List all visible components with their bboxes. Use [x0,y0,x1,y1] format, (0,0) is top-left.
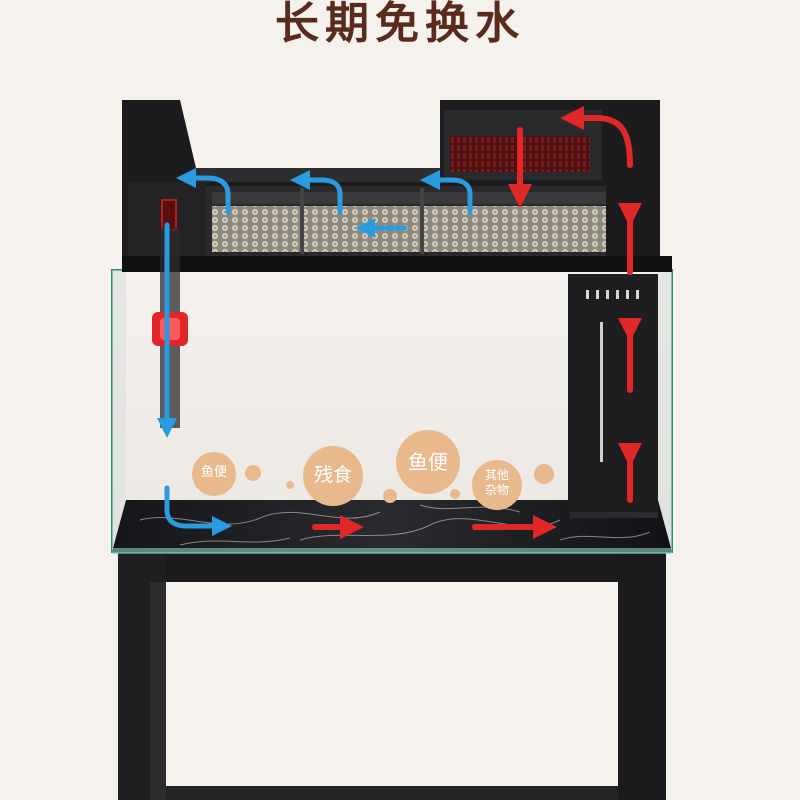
label-other-debris-line2: 杂物 [484,483,509,497]
red-flow-arrows [312,106,642,539]
overflow-column [568,274,658,518]
bubble-fish-waste-small [192,452,236,496]
bubble-dot [245,465,261,481]
stand [118,552,666,800]
bubble-fish-waste-large [396,430,460,494]
label-leftover-food: 残食 [313,464,352,486]
page-title: 长期免换水 [275,0,525,49]
label-fish-waste-large: 鱼便 [408,450,448,474]
label-fish-waste-small: 鱼便 [200,465,227,480]
bubble-dot [534,464,554,484]
bubble-other-debris [472,460,522,510]
filter-media [212,206,606,252]
bubble-dot [286,481,294,489]
bubble-dot [383,489,397,503]
waste-bubbles [192,430,554,510]
top-filter-box [122,100,672,272]
label-other-debris-line1: 其他 [484,468,509,482]
blue-flow-arrows [157,168,473,536]
bubble-leftover-food [303,446,363,506]
bubble-dot [450,489,460,499]
